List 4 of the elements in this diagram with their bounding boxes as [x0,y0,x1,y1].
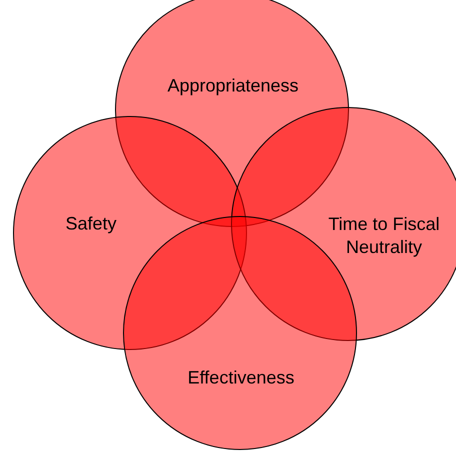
circle-label: Appropriateness [166,74,300,98]
circle-label: Safety [64,212,118,236]
circle-label: Time to Fiscal Neutrality [327,213,441,259]
circle-label: Effectiveness [186,366,296,390]
